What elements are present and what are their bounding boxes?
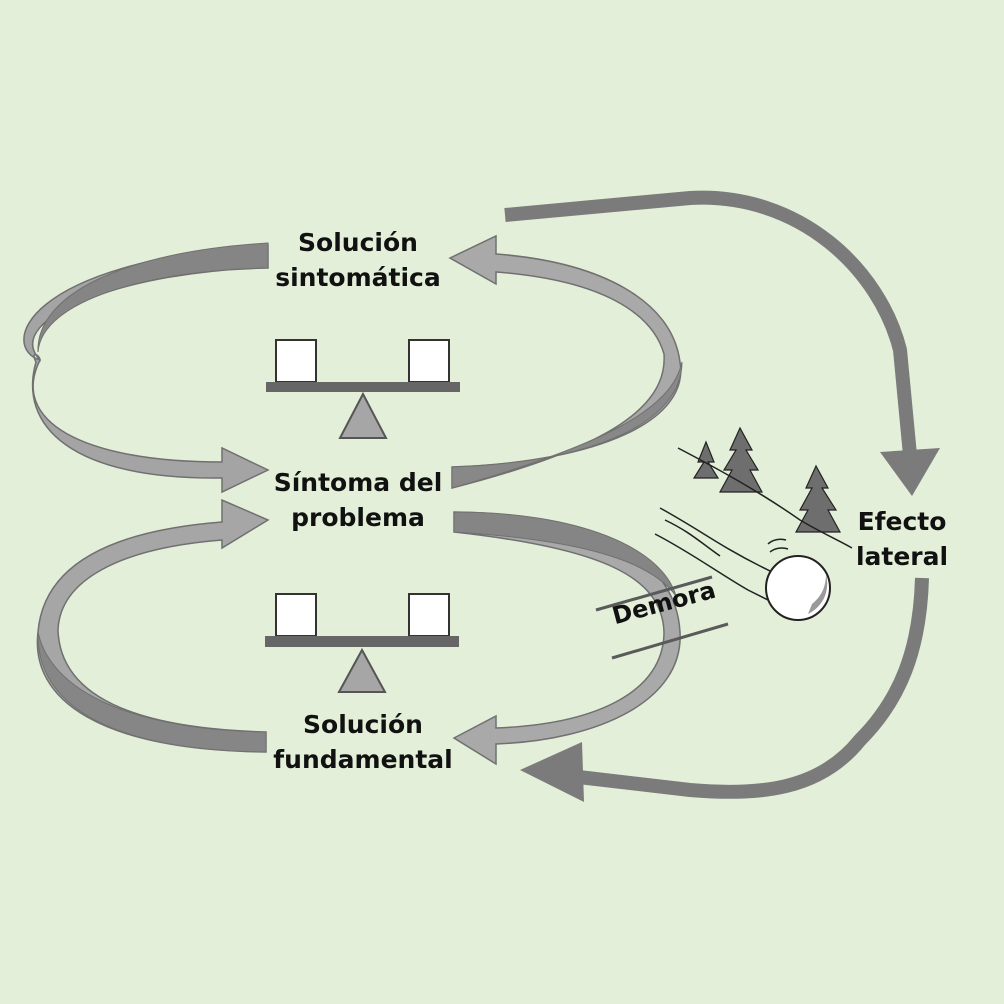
node-problem-symptom-line2: problema [291, 503, 425, 532]
node-symptomatic-solution-line2: sintomática [275, 263, 441, 292]
node-fundamental-solution-line2: fundamental [273, 745, 453, 774]
node-side-effect: Efecto lateral [846, 504, 958, 574]
delay-mark-bottom [611, 622, 729, 660]
balance-icon [266, 339, 460, 439]
delay-mark-top [595, 575, 713, 612]
node-side-effect-line2: lateral [855, 542, 949, 571]
loop-band-top-left [37, 242, 269, 353]
loop-band-top-right [451, 361, 683, 489]
node-problem-symptom-line1: Síntoma del [273, 468, 443, 497]
snowball-icon [765, 555, 831, 621]
side-effect-arrow-bottom [569, 577, 929, 799]
loop-arrow-top-left [23, 244, 270, 494]
tree-icon [692, 426, 842, 533]
node-side-effect-line1: Efecto [857, 507, 947, 536]
snowball-slope [654, 447, 853, 603]
loop-arrow-top-right [448, 234, 682, 489]
loop-arrow-bottom-right [452, 511, 681, 766]
node-problem-symptom: Síntoma del problema [258, 465, 458, 535]
node-fundamental-solution-line1: Solución [303, 710, 423, 739]
node-symptomatic-solution-line1: Solución [298, 228, 418, 257]
node-symptomatic-solution: Solución sintomática [258, 225, 458, 295]
node-fundamental-solution: Solución fundamental [258, 707, 468, 777]
side-effect-arrow-top [504, 190, 917, 456]
loop-band-bottom-right [453, 511, 677, 597]
loop-arrow-bottom-left [36, 498, 270, 753]
side-effect-arrowhead-top [880, 448, 940, 496]
loop-band-bottom-left [37, 631, 267, 753]
side-effect-arrowhead-bottom [520, 742, 584, 802]
balance-icon [265, 593, 459, 693]
